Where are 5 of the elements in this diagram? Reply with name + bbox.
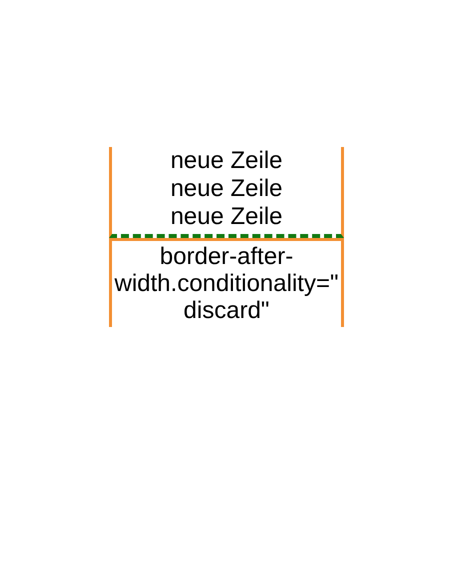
block-area <box>109 147 344 238</box>
block-text: neue Zeile <box>170 175 283 203</box>
block-text: neue Zeile <box>170 147 283 175</box>
block-text: border-after- width.conditionality=" discard" <box>114 243 340 324</box>
block-text: neue Zeile <box>170 203 283 231</box>
